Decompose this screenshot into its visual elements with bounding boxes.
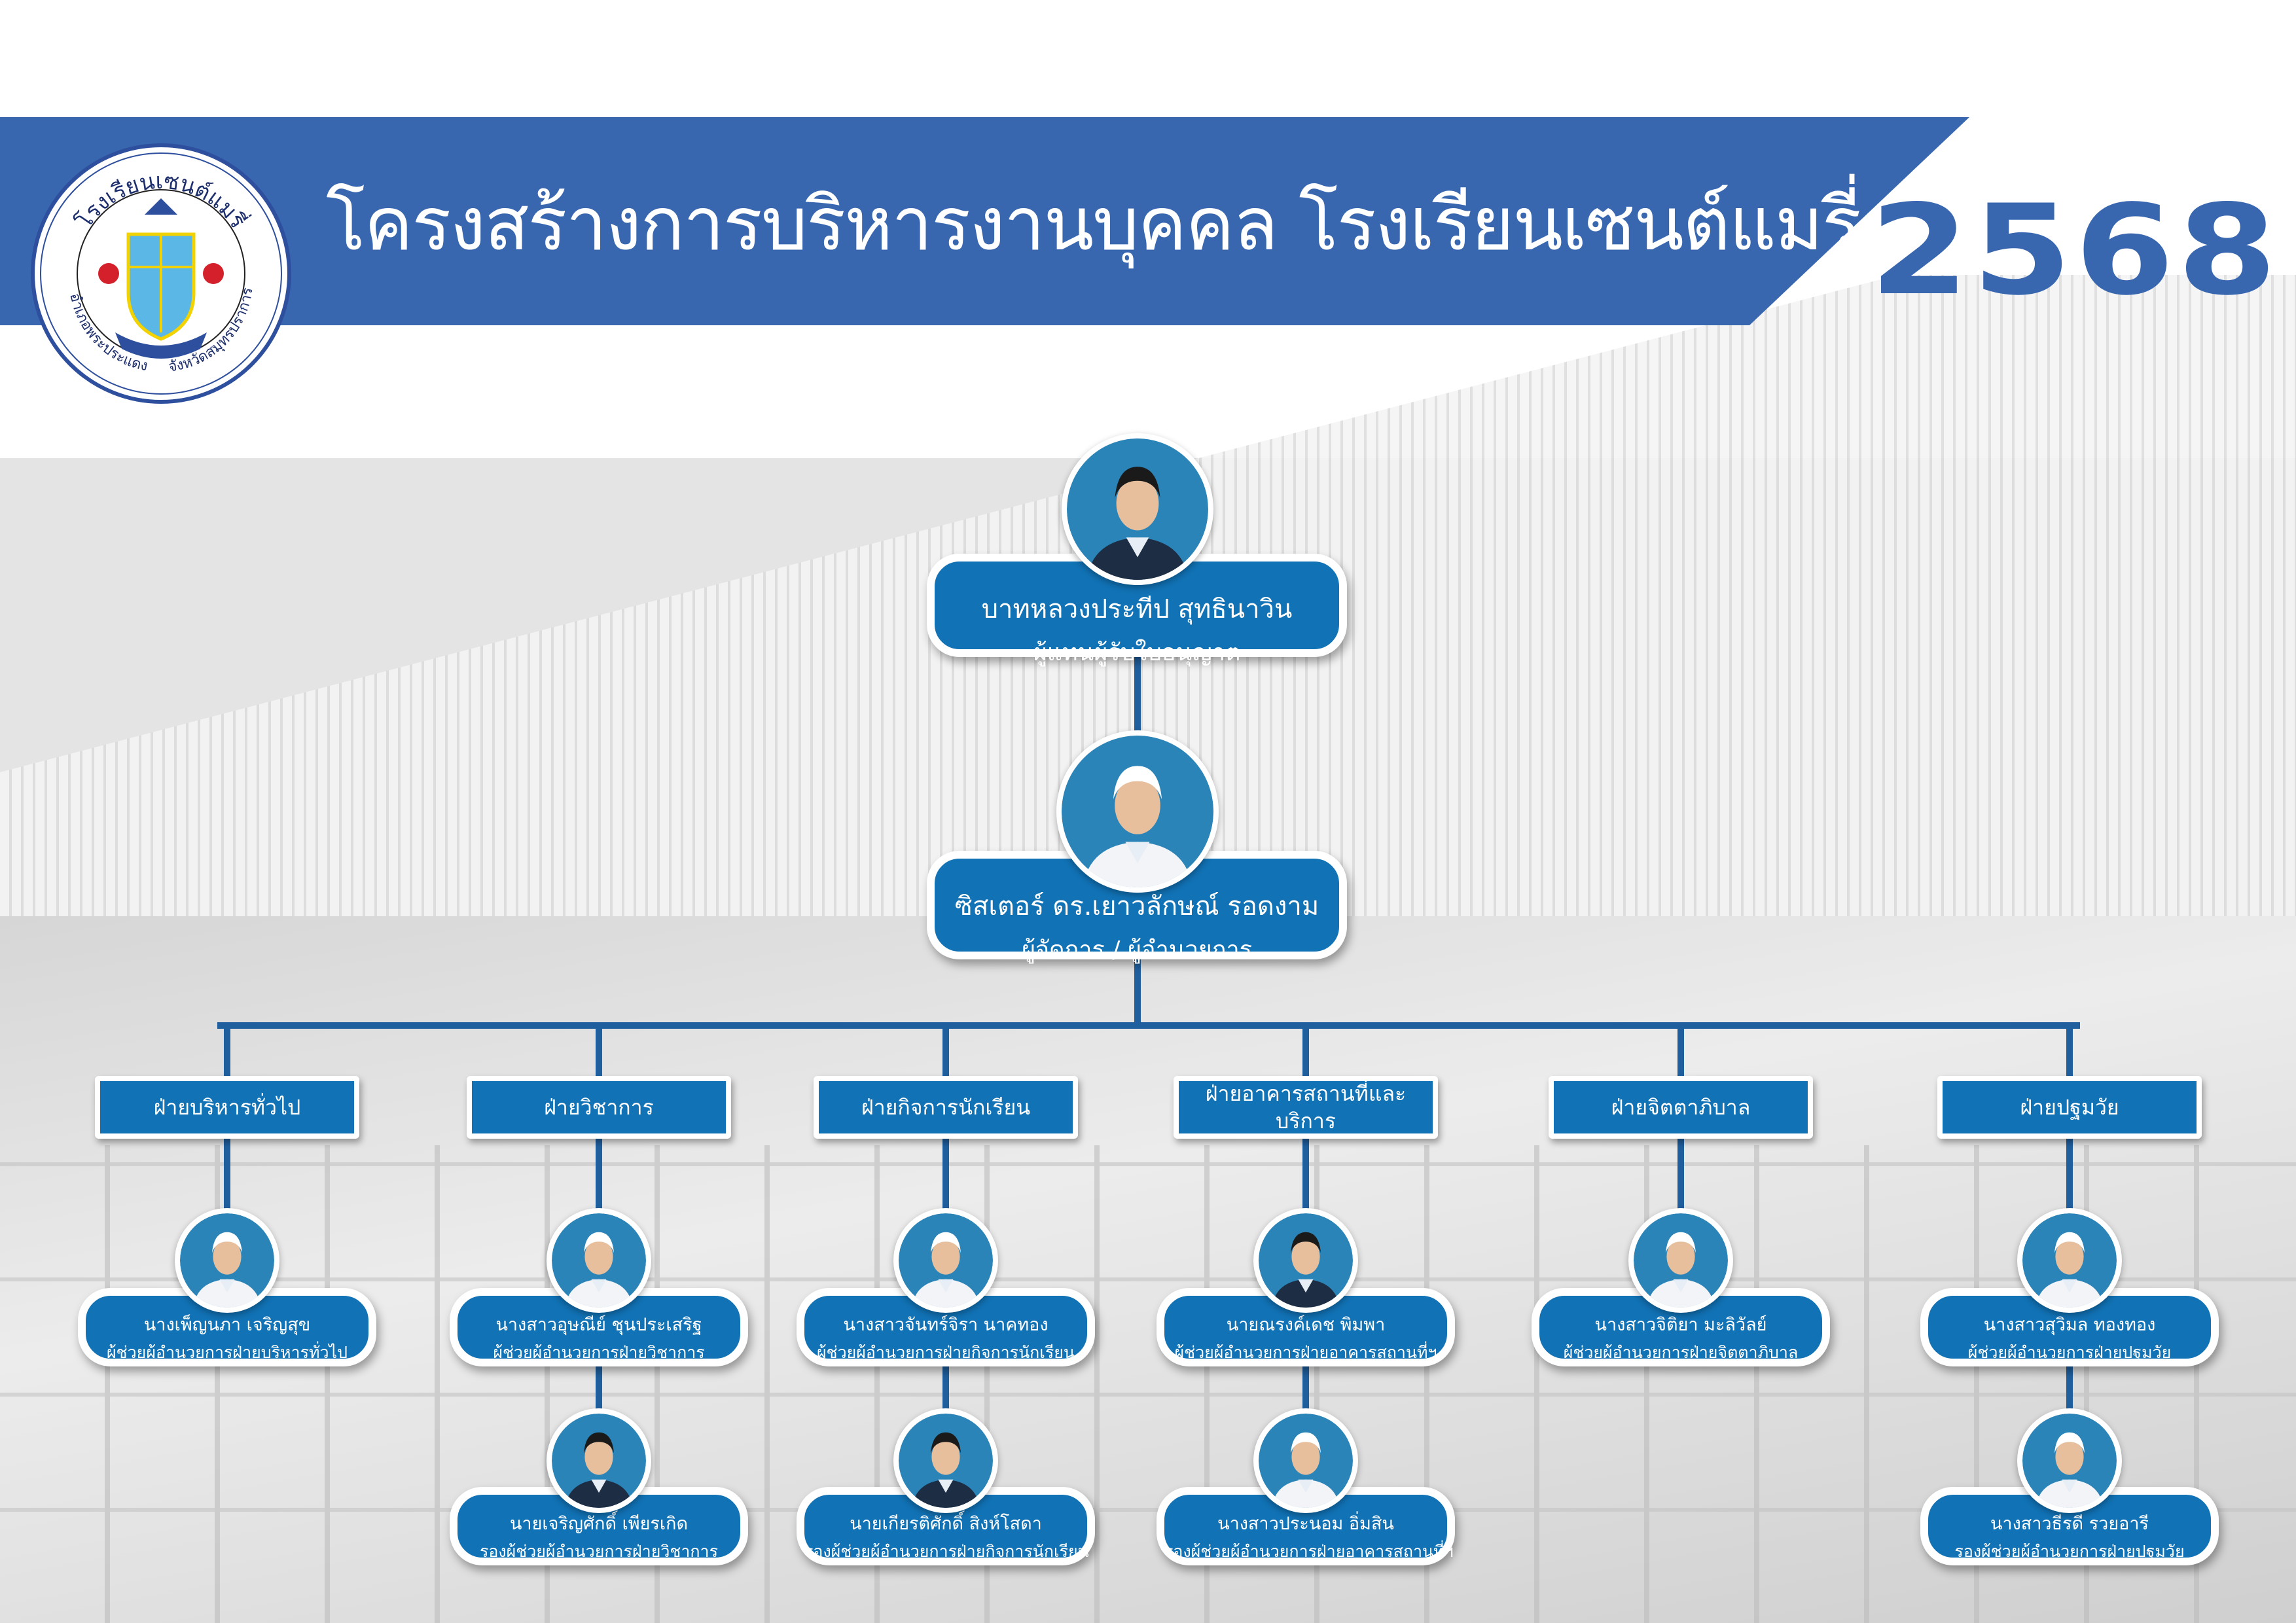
- division-box[interactable]: ฝ่ายบริหารทั่วไป: [95, 1076, 359, 1139]
- person-photo-icon: [899, 1414, 993, 1508]
- portrait-photo: [175, 1208, 279, 1313]
- person-photo-icon: [2022, 1213, 2117, 1308]
- person-card: นายณรงค์เดช พิมพาผู้ช่วยผู้อำนวยการฝ่ายอ…: [1157, 1288, 1455, 1366]
- person-name: นางสาวอุษณีย์ ชุนประเสริฐ: [495, 1315, 702, 1335]
- division-box[interactable]: ฝ่ายจิตตาภิบาล: [1549, 1076, 1813, 1139]
- person-photo-icon: [2022, 1414, 2117, 1508]
- person-role: ผู้ช่วยผู้อำนวยการฝ่ายบริหารทั่วไป: [107, 1343, 348, 1362]
- connector-line: [942, 1136, 949, 1241]
- connector-line: [942, 1025, 949, 1077]
- connector-line: [1302, 1361, 1309, 1440]
- person-photo-icon: [1067, 438, 1208, 580]
- connector-line: [942, 1361, 949, 1440]
- person-name: นางสาวจิติยา มะลิวัลย์: [1594, 1315, 1767, 1335]
- person-role: รองผู้ช่วยผู้อำนวยการฝ่ายอาคารสถานที่ฯ: [1164, 1542, 1454, 1561]
- person-photo-icon: [552, 1213, 646, 1308]
- connector-line: [1302, 1025, 1309, 1077]
- person-role: ผู้จัดการ / ผู้อำนวยการ: [1021, 936, 1253, 963]
- person-name: นายเจริญศักดิ์ เพียรเกิด: [509, 1514, 689, 1534]
- person-role: ผู้ช่วยผู้อำนวยการฝ่ายจิตตาภิบาล: [1563, 1343, 1799, 1362]
- person-photo-icon: [180, 1213, 274, 1308]
- person-name: นางสาวธีรดี รวยอารี: [1990, 1514, 2149, 1534]
- portrait-photo: [1062, 433, 1213, 585]
- connector-line: [1134, 654, 1141, 753]
- person-role: ผู้ช่วยผู้อำนวยการฝ่ายอาคารสถานที่ฯ: [1174, 1343, 1437, 1362]
- person-role: รองผู้ช่วยผู้อำนวยการฝ่ายวิชาการ: [479, 1542, 718, 1561]
- person-role: รองผู้ช่วยผู้อำนวยการฝ่ายปฐมวัย: [1954, 1542, 2185, 1561]
- portrait-photo: [1056, 730, 1219, 893]
- person-role: ผู้ช่วยผู้อำนวยการฝ่ายกิจการนักเรียน: [816, 1343, 1075, 1362]
- year-label: 2568: [1869, 178, 2280, 323]
- person-name: นายเกียรติศักดิ์ สิงห์โสดา: [850, 1514, 1042, 1534]
- connector-line: [2066, 1025, 2073, 1077]
- connector-line: [596, 1136, 602, 1241]
- connector-line: [224, 1136, 230, 1241]
- person-name: นางสาวจันทร์จิรา นาคทอง: [843, 1315, 1049, 1335]
- person-name: ซิสเตอร์ ดร.เยาวลักษณ์ รอดงาม: [954, 891, 1319, 921]
- person-photo-icon: [1259, 1213, 1353, 1308]
- page-title: โครงสร้างการบริหารงานบุคคล โรงเรียนเซนต์…: [326, 182, 1861, 267]
- person-photo-icon: [1259, 1414, 1353, 1508]
- person-photo-icon: [552, 1414, 646, 1508]
- person-photo-icon: [1062, 736, 1213, 887]
- person-photo-icon: [899, 1213, 993, 1308]
- header-banner: [0, 117, 1969, 325]
- portrait-photo: [893, 1408, 998, 1513]
- division-box[interactable]: ฝ่ายวิชาการ: [467, 1076, 731, 1139]
- person-role: ผู้ช่วยผู้อำนวยการฝ่ายวิชาการ: [493, 1343, 705, 1362]
- person-name: นางเพ็ญนภา เจริญสุข: [143, 1315, 311, 1335]
- portrait-photo: [1628, 1208, 1733, 1313]
- person-name: นางสาวประนอม อิ่มสิน: [1217, 1514, 1394, 1534]
- portrait-photo: [547, 1208, 651, 1313]
- background-windows: [0, 1145, 2296, 1623]
- school-logo: โรงเรียนเซนต์แมรี่ อำเภอพระประแดง จังหวั…: [31, 143, 291, 404]
- connector-line: [2066, 1361, 2073, 1440]
- portrait-photo: [1253, 1208, 1358, 1313]
- connector-line: [2066, 1136, 2073, 1241]
- division-box[interactable]: ฝ่ายอาคารสถานที่และบริการ: [1174, 1076, 1438, 1139]
- division-box[interactable]: ฝ่ายกิจการนักเรียน: [814, 1076, 1078, 1139]
- portrait-photo: [893, 1208, 998, 1313]
- portrait-photo: [2017, 1408, 2122, 1513]
- person-card: ซิสเตอร์ ดร.เยาวลักษณ์ รอดงามผู้จัดการ /…: [927, 851, 1347, 963]
- connector-line: [1302, 1136, 1309, 1241]
- division-box[interactable]: ฝ่ายปฐมวัย: [1937, 1076, 2202, 1139]
- person-name: นางสาวสุวิมล ทองทอง: [1983, 1315, 2156, 1335]
- connector-line: [217, 1022, 2080, 1029]
- person-role: ผู้แทนผู้รับใบอนุญาต: [1033, 639, 1241, 666]
- person-card: นางสาวจิติยา มะลิวัลย์ผู้ช่วยผู้อำนวยการ…: [1532, 1288, 1830, 1366]
- person-role: รองผู้ช่วยผู้อำนวยการฝ่ายกิจการนักเรียน: [804, 1542, 1089, 1561]
- person-photo-icon: [1634, 1213, 1728, 1308]
- connector-line: [1677, 1025, 1684, 1077]
- portrait-photo: [1253, 1408, 1358, 1513]
- person-role: ผู้ช่วยผู้อำนวยการฝ่ายปฐมวัย: [1967, 1343, 2172, 1362]
- portrait-photo: [2017, 1208, 2122, 1313]
- connector-line: [224, 1025, 230, 1077]
- portrait-photo: [547, 1408, 651, 1513]
- connector-line: [596, 1361, 602, 1440]
- person-name: บาทหลวงประทีป สุทธินาวิน: [981, 594, 1293, 624]
- person-name: นายณรงค์เดช พิมพา: [1226, 1315, 1386, 1335]
- connector-line: [1677, 1136, 1684, 1241]
- connector-line: [596, 1025, 602, 1077]
- connector-line: [1134, 957, 1141, 1026]
